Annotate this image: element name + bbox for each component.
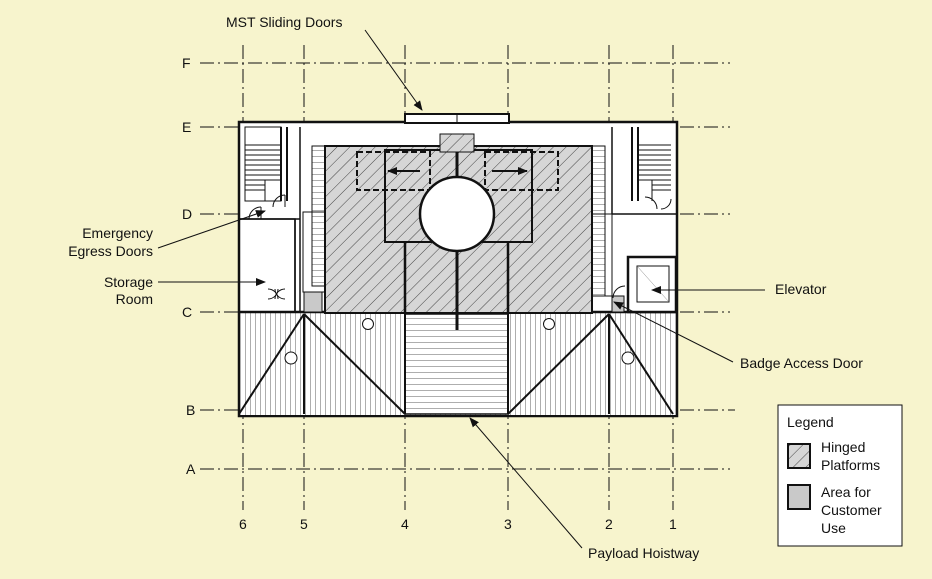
right-platform-stair (591, 145, 606, 297)
legend-item-customer-2: Customer (821, 502, 882, 518)
legend-item-hinged-2: Platforms (821, 457, 880, 473)
grid-label-row-a: A (186, 461, 196, 477)
grid-label-row-f: F (182, 55, 191, 71)
elevator-shaft (612, 255, 678, 314)
label-storage-room-2: Room (116, 291, 153, 307)
label-badge-access-door: Badge Access Door (740, 355, 863, 371)
legend-title: Legend (787, 414, 834, 430)
label-mst-sliding-doors: MST Sliding Doors (226, 14, 342, 30)
leader-payload-hoistway (469, 417, 583, 549)
leader-egress-doors (157, 210, 266, 249)
label-storage-room-1: Storage (104, 274, 153, 290)
sliding-door-tracks (356, 151, 559, 191)
right-stair (611, 127, 677, 215)
grid-label-row-d: D (182, 206, 192, 222)
grid-label-col-6: 6 (239, 516, 247, 532)
grid-label-col-2: 2 (605, 516, 613, 532)
callout-leaders (157, 29, 765, 549)
storage-room (238, 218, 296, 313)
grid-label-row-c: C (182, 304, 192, 320)
label-emergency-egress-1: Emergency (82, 225, 153, 241)
legend: Legend Hinged Platforms Area for Custome… (777, 404, 903, 547)
legend-swatch-hinged-platforms (787, 443, 811, 469)
left-stair (239, 126, 301, 312)
legend-box (777, 404, 903, 547)
grid-label-col-5: 5 (300, 516, 308, 532)
customer-area-box-left (303, 291, 323, 313)
leader-mst-sliding-doors (364, 29, 423, 111)
left-platform-stair (311, 145, 326, 287)
lower-band-circles (284, 318, 635, 365)
legend-item-customer-1: Area for (821, 484, 871, 500)
grid-label-row-e: E (182, 119, 191, 135)
grid-label-col-1: 1 (669, 516, 677, 532)
grid-label-row-b: B (186, 402, 195, 418)
label-emergency-egress-2: Egress Doors (68, 243, 153, 259)
top-access-hatch (439, 133, 475, 153)
legend-swatch-customer-area (787, 484, 811, 510)
legend-item-customer-3: Use (821, 520, 846, 536)
lower-band-diagonals (238, 313, 674, 415)
legend-item-hinged-1: Hinged (821, 439, 865, 455)
grid-label-col-4: 4 (401, 516, 409, 532)
label-elevator: Elevator (775, 281, 827, 297)
label-payload-hoistway: Payload Hoistway (588, 545, 699, 561)
central-opening (418, 175, 496, 253)
grid-label-col-3: 3 (504, 516, 512, 532)
leader-badge-access-door (613, 301, 734, 363)
